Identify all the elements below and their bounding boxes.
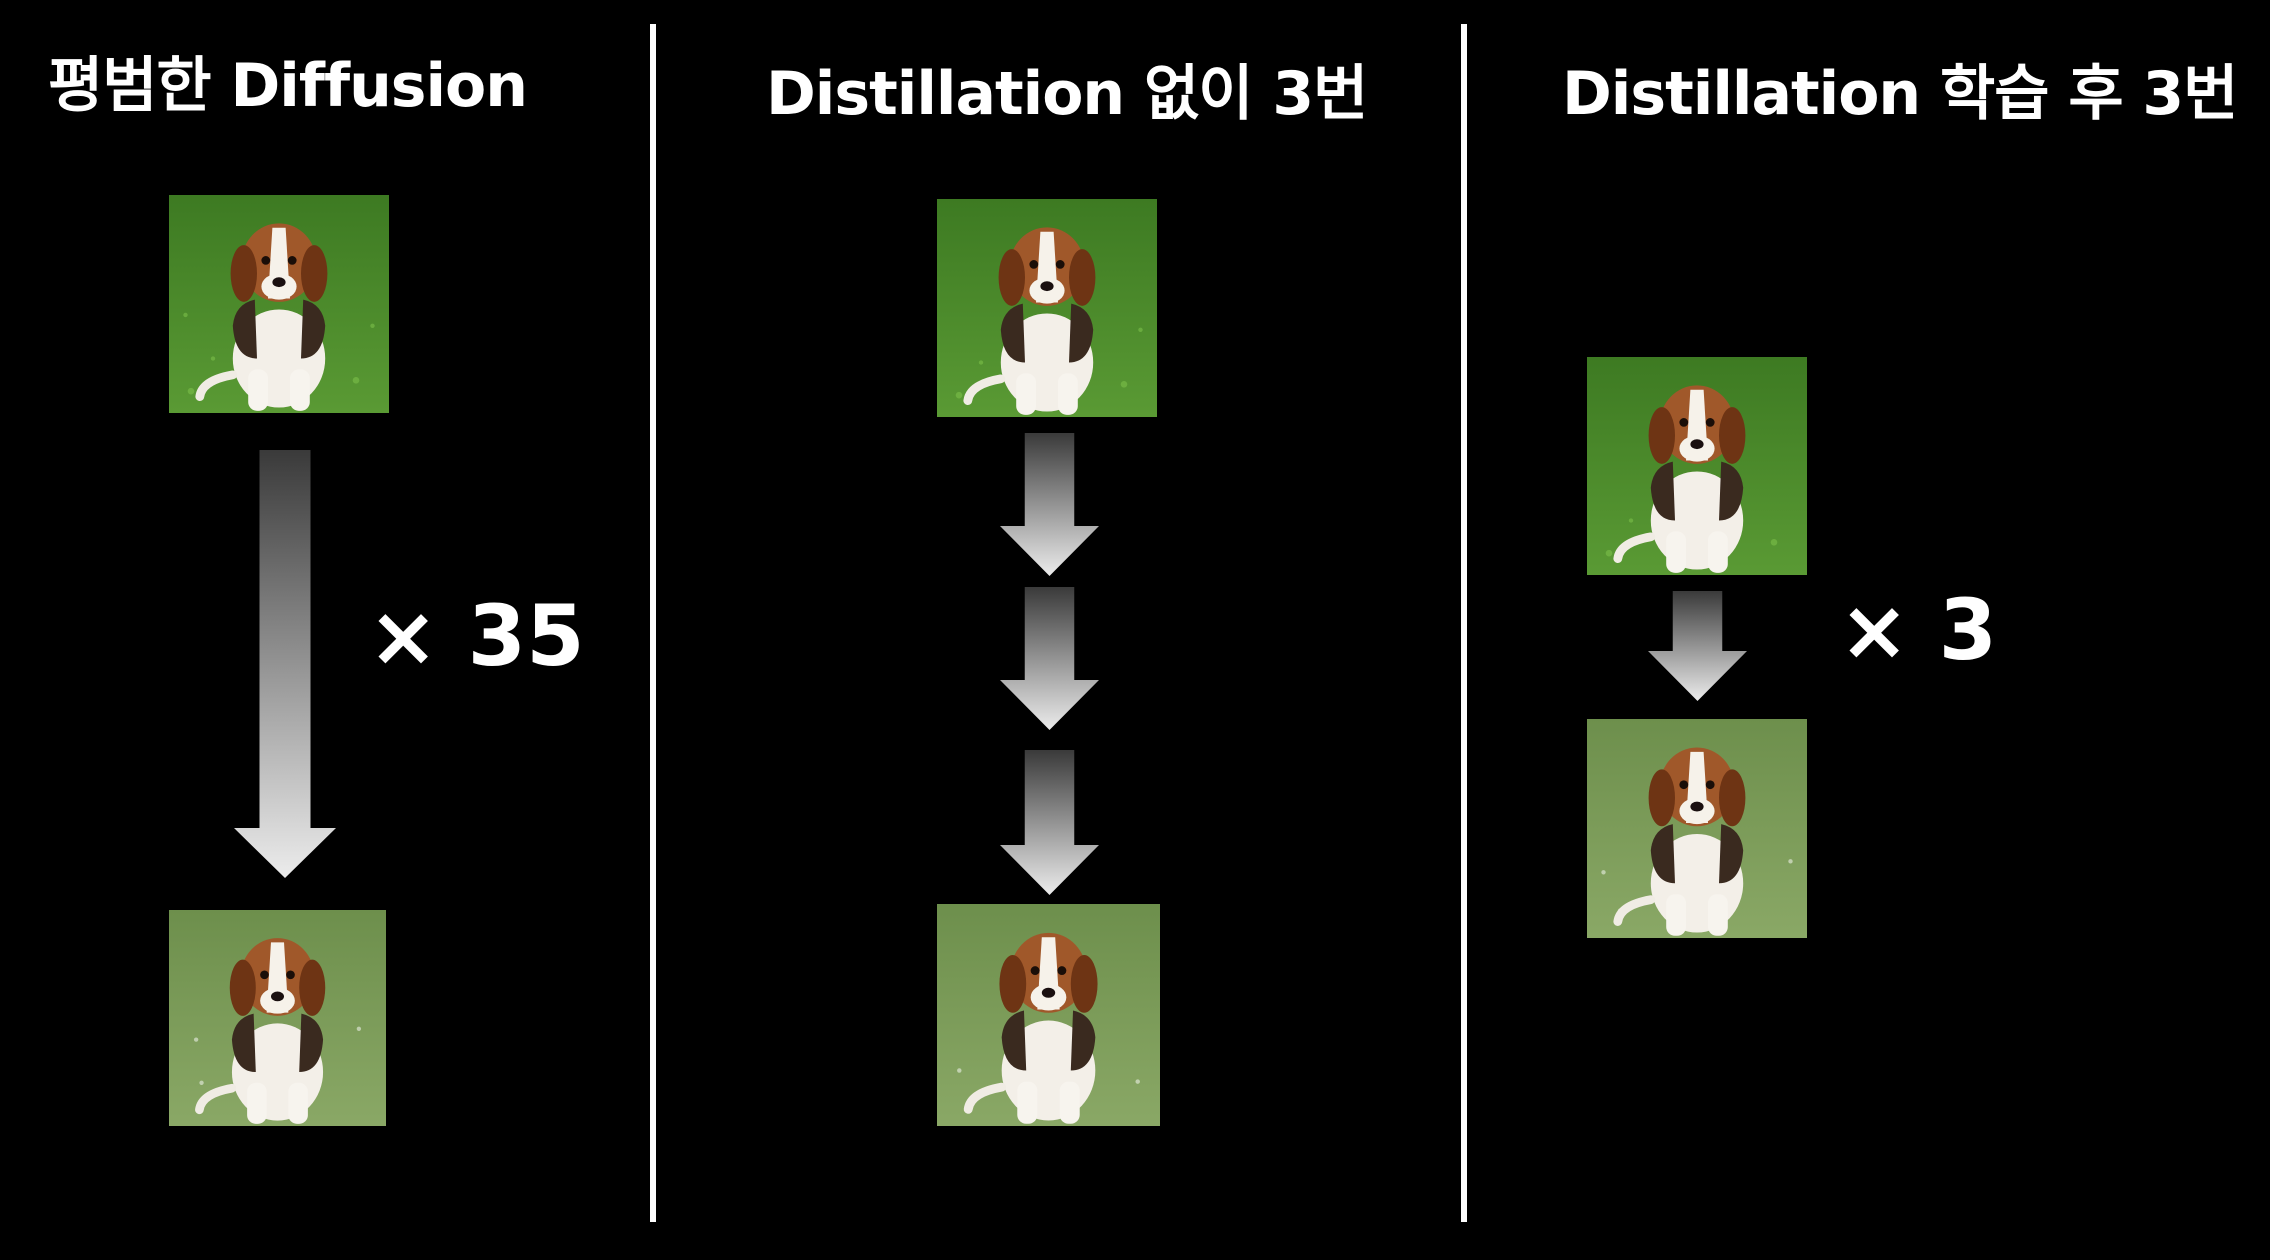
input-image-distilled — [1587, 357, 1807, 575]
output-image-distilled — [1587, 719, 1807, 938]
step-arrow-3 — [1000, 750, 1099, 895]
input-image-standard — [169, 195, 389, 413]
panel-divider-2 — [1461, 24, 1467, 1222]
distilled-step-arrow — [1648, 591, 1747, 701]
output-image-no-distill — [937, 904, 1160, 1126]
step-multiplier-35: × 35 — [368, 587, 585, 685]
panel-title-standard-diffusion: 평범한 Diffusion — [48, 51, 528, 121]
panel-divider-1 — [650, 24, 656, 1222]
denoise-arrow-long — [234, 450, 336, 878]
output-image-standard — [169, 910, 386, 1126]
input-image-no-distill — [937, 199, 1157, 417]
step-arrow-1 — [1000, 433, 1099, 576]
panel-title-after-distillation: Distillation 학습 후 3번 — [1562, 59, 2238, 129]
step-multiplier-3: × 3 — [1839, 581, 1998, 679]
step-arrow-2 — [1000, 587, 1099, 730]
panel-title-without-distillation: Distillation 없이 3번 — [766, 59, 1368, 129]
